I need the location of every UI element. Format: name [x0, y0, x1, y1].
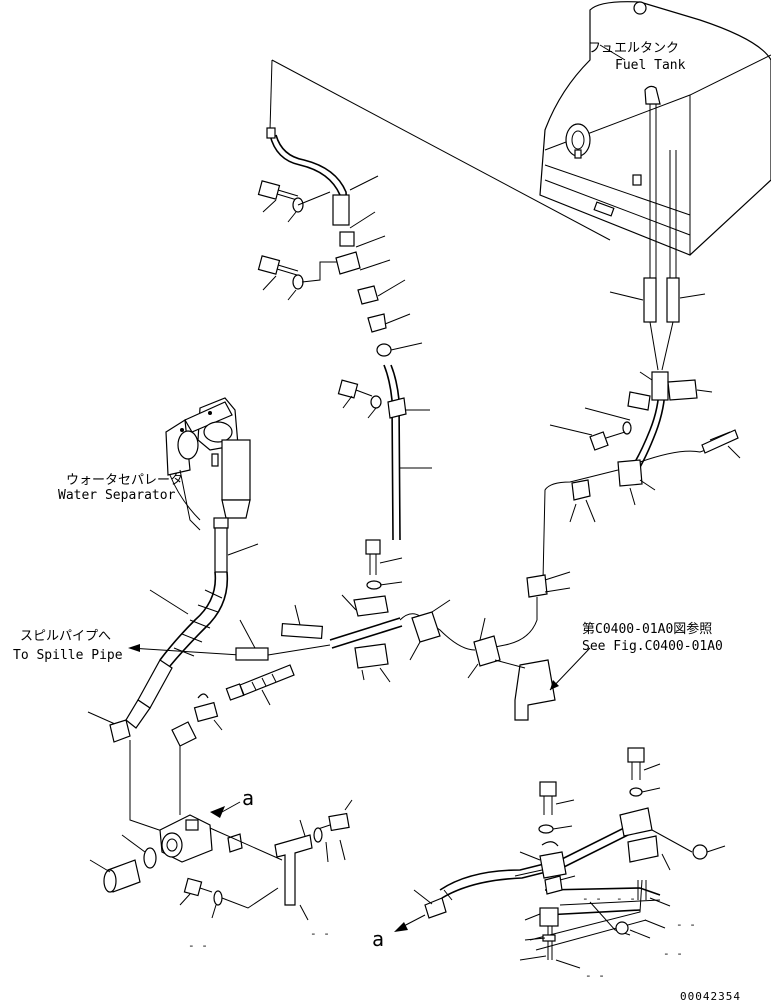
plug-icon	[103, 859, 141, 893]
bolt-icon	[257, 180, 299, 201]
elbow-fitting-icon	[171, 721, 197, 747]
clamp-icon	[571, 479, 591, 501]
clamp-bracket-icon	[335, 251, 361, 275]
nipple-icon	[227, 833, 243, 853]
washer-icon	[292, 274, 304, 290]
clamp-icon	[651, 371, 669, 401]
clamp-icon	[619, 807, 653, 837]
drawing-number: 00042354	[680, 990, 741, 1003]
reference-arrow-icon	[210, 806, 225, 818]
clamp-icon	[411, 611, 441, 643]
spill-pipe-label-jp: スピルパイプへ	[20, 629, 111, 644]
hose-end-icon	[137, 659, 173, 709]
water-separator-label-en: Water Separator	[58, 488, 176, 503]
pipe-section-icon	[329, 617, 401, 641]
bolt-icon	[337, 379, 373, 399]
fuel-tank-label-jp: フュエルタンク	[588, 41, 679, 56]
upper-hose-lead	[269, 59, 273, 131]
washer-icon	[313, 827, 323, 843]
bolt-icon	[539, 781, 557, 815]
o-ring-icon	[143, 847, 157, 869]
bolt-icon	[314, 812, 350, 832]
washer-icon	[370, 395, 382, 409]
bolt-icon	[589, 431, 626, 451]
blank-callout-3: - -	[676, 918, 696, 931]
nut-icon	[376, 343, 392, 357]
water-separator-icon	[165, 397, 251, 531]
connector-line	[542, 469, 619, 581]
clamp-icon	[339, 231, 355, 247]
bolt-icon	[627, 747, 645, 780]
see-fig-label-jp: 第C0400-01A0図参照	[582, 621, 712, 637]
reference-arrow-icon	[394, 922, 408, 932]
clamp-icon	[526, 574, 548, 598]
support-rail-icon	[544, 887, 661, 896]
clamp-icon	[353, 595, 389, 617]
clamp-icon	[539, 851, 567, 879]
see-fig-label-en: See Fig.C0400-01A0	[582, 639, 723, 654]
elbow-fitting-icon	[109, 719, 131, 743]
fitting-icon	[213, 517, 229, 529]
blank-callout-4: - -	[663, 947, 683, 960]
clamp-icon	[617, 459, 643, 487]
bolt-icon	[701, 429, 739, 454]
fuel-tube-icon	[383, 364, 394, 541]
spiral-hose-icon	[159, 571, 217, 661]
nut-icon	[692, 844, 708, 860]
spill-pipe-label-en: To Spille Pipe	[13, 648, 123, 663]
tank-outlet-lines	[643, 85, 680, 371]
washer-icon	[366, 580, 382, 590]
blank-callout-5: - -	[585, 969, 605, 982]
bolt-icon	[257, 255, 299, 276]
tank-link-line	[271, 59, 611, 241]
blank-callout-2: - -	[310, 927, 330, 940]
bracket-icon	[274, 834, 313, 906]
water-separator-label-jp: ウォータセパレータ	[66, 473, 183, 488]
union-fitting-icon	[280, 622, 324, 640]
washer-icon	[629, 787, 643, 797]
washer-icon	[538, 824, 554, 834]
blank-callout-7: - -	[616, 892, 636, 905]
nut-icon	[193, 701, 219, 723]
fuel-tank-label-en: Fuel Tank	[615, 58, 686, 73]
bracket-icon	[514, 659, 556, 721]
washer-icon	[213, 890, 223, 906]
blank-callout-6: - -	[582, 892, 602, 905]
clamp-icon	[387, 397, 407, 419]
bolt-icon	[365, 539, 381, 575]
blank-callout-1: - -	[188, 939, 208, 952]
clamp-icon	[473, 635, 501, 667]
ref-a-lower: a	[372, 927, 384, 951]
bracket-icon	[667, 379, 698, 401]
clamp-icon	[357, 285, 379, 305]
fuel-tank-leader	[599, 44, 626, 61]
washer-icon	[622, 421, 632, 435]
bolt-icon	[183, 877, 213, 897]
lower-tube-icon	[439, 819, 641, 891]
hose-fitting-icon	[214, 527, 228, 573]
valve-block-icon	[159, 814, 213, 863]
clamp-icon	[354, 643, 389, 669]
ref-a-upper: a	[242, 786, 254, 810]
union-fitting-icon	[239, 664, 295, 696]
bracket-icon	[539, 907, 559, 927]
hose-clamp-icon	[332, 194, 350, 226]
nut-icon	[615, 921, 629, 935]
spill-pipe-arrow	[129, 647, 241, 656]
upper-hose-icon	[269, 134, 343, 226]
union-fitting-icon	[235, 647, 269, 661]
